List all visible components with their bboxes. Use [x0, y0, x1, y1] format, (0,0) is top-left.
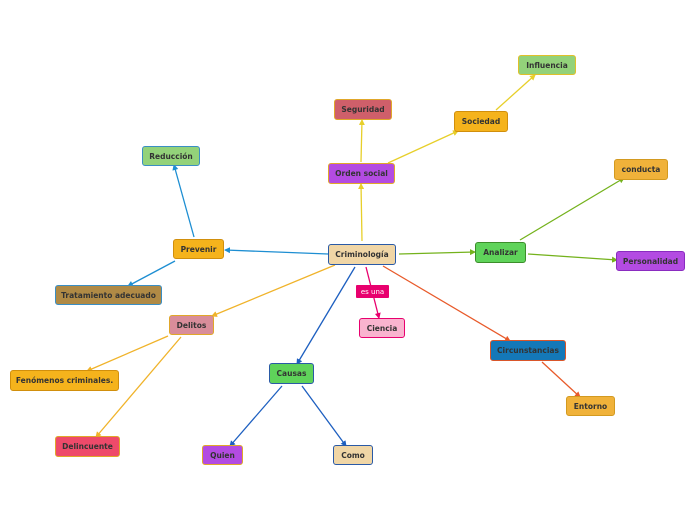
node-label: Seguridad [341, 105, 385, 114]
node-label: Como [341, 450, 365, 460]
edge-analizar-conducta [519, 177, 625, 241]
edge-orden-social-seguridad [358, 119, 365, 163]
node-entorno[interactable]: Entorno [566, 396, 615, 416]
node-label: Entorno [573, 401, 608, 411]
node-reduccion[interactable]: Reducción [142, 146, 200, 166]
node-analizar[interactable]: Analizar [475, 242, 526, 263]
edge-prevenir-reduccion [172, 164, 195, 238]
node-causas[interactable]: Causas [269, 363, 314, 384]
node-circunstancias[interactable]: Circunstancias [490, 340, 566, 361]
link-label-es-una[interactable]: es una [356, 285, 389, 298]
edge-criminologia-delitos [211, 264, 336, 317]
edge-criminologia-causas [296, 266, 356, 365]
node-label: Orden social [335, 169, 388, 178]
node-orden-social[interactable]: Orden social [328, 163, 395, 184]
node-ciencia[interactable]: Ciencia [359, 318, 405, 338]
node-label: Delitos [176, 320, 207, 330]
node-tratamiento-adecuado[interactable]: Tratamiento adecuado [55, 285, 162, 305]
node-quien[interactable]: Quien [202, 445, 243, 465]
node-seguridad[interactable]: Seguridad [334, 99, 392, 120]
node-label: Ciencia [366, 323, 398, 333]
node-conducta[interactable]: conducta [614, 159, 668, 180]
edge-circunstancias-entorno [541, 361, 581, 398]
node-delincuente[interactable]: Delincuente [55, 436, 120, 457]
node-label: Quien [210, 450, 235, 460]
node-label: Prevenir [180, 244, 217, 254]
node-label: Reducción [149, 151, 193, 161]
node-label: Tratamiento adecuado [61, 290, 156, 300]
node-criminologia[interactable]: Criminología [328, 244, 396, 265]
edge-criminologia-circunstancias [382, 265, 511, 342]
node-label: Personalidad [622, 256, 679, 266]
node-label: conducta [621, 165, 661, 174]
edge-criminologia-analizar [398, 249, 476, 256]
edge-causas-quien [229, 385, 283, 447]
edge-orden-social-sociedad [387, 130, 459, 164]
edge-sociedad-influencia [495, 74, 536, 111]
node-label: Delincuente [62, 442, 113, 451]
edge-causas-como [301, 385, 347, 447]
node-personalidad[interactable]: Personalidad [616, 251, 685, 271]
node-influencia[interactable]: Influencia [518, 55, 576, 75]
node-label: Analizar [483, 248, 518, 257]
node-label: Fenómenos criminales. [15, 376, 114, 385]
node-label: Sociedad [461, 117, 501, 126]
node-prevenir[interactable]: Prevenir [173, 239, 224, 259]
edge-delitos-delincuente [95, 336, 182, 438]
node-label: Causas [276, 369, 307, 378]
node-fenomenos-criminales[interactable]: Fenómenos criminales. [10, 370, 119, 391]
edge-prevenir-tratamiento [127, 260, 176, 287]
node-como[interactable]: Como [333, 445, 373, 465]
node-label: Influencia [526, 60, 568, 70]
edge-criminologia-prevenir [224, 247, 329, 255]
node-sociedad[interactable]: Sociedad [454, 111, 508, 132]
edge-criminologia-orden-social [358, 183, 365, 242]
edge-delitos-fenomenos [86, 335, 169, 372]
node-label: Circunstancias [497, 346, 559, 355]
edge-analizar-personalidad [527, 253, 618, 263]
node-delitos[interactable]: Delitos [169, 315, 214, 335]
node-label: Criminología [335, 250, 389, 259]
